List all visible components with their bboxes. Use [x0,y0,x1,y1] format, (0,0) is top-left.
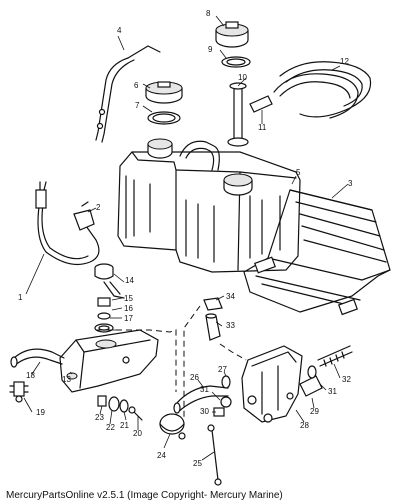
callout-14: 14 [125,276,134,285]
callout-19: 19 [36,408,45,417]
callout-31-left: 31 [200,385,209,394]
callout-6: 6 [134,81,139,90]
callout-33: 33 [226,321,235,330]
callout-10: 10 [238,73,247,82]
callout-32: 32 [342,375,351,384]
callout-3: 3 [348,179,353,188]
callout-11: 11 [258,123,267,132]
callout-18: 18 [26,371,35,380]
rod [207,424,222,486]
clamp [159,413,186,440]
tank-strap [95,45,161,143]
assembly-lines [96,305,247,420]
fittings [299,345,353,397]
hose-26 [173,385,229,414]
pickup-tube [227,82,273,147]
pump-assembly [213,345,303,423]
callout-16: 16 [124,304,133,313]
callout-labels: 4 8 9 6 7 10 11 12 3 5 2 1 14 15 16 17 3… [18,9,353,468]
sender-assembly [94,263,125,333]
fuel-gauge [215,21,251,68]
wire-harness [35,181,100,265]
elbow-clip [203,297,223,341]
copyright-caption: MercuryPartsOnline v2.5.1 (Image Copyrig… [6,490,283,501]
callout-34: 34 [226,292,235,301]
fuel-tank [117,138,301,273]
leader-lines [23,15,349,461]
callout-21: 21 [120,421,129,430]
callout-23: 23 [95,413,104,422]
callout-29: 29 [310,407,319,416]
filter-housing [59,329,159,393]
callout-28: 28 [300,421,309,430]
callout-30: 30 [200,407,209,416]
fuel-cap [145,81,183,125]
callout-5: 5 [296,168,301,177]
hose-coil [273,61,372,119]
callout-25: 25 [193,459,202,468]
callout-27: 27 [218,365,227,374]
callout-2: 2 [96,203,101,212]
callout-31: 31 [328,387,337,396]
hose-valve [9,348,65,403]
callout-13: 13 [62,375,71,384]
callout-26: 26 [190,373,199,382]
callout-8: 8 [206,9,211,18]
callout-24: 24 [157,451,166,460]
callout-20: 20 [133,429,142,438]
exploded-parts-diagram: 4 8 9 6 7 10 11 12 3 5 2 1 14 15 16 17 3… [9,9,391,486]
callout-22: 22 [106,423,115,432]
callout-4: 4 [117,26,122,35]
fasteners [97,395,143,421]
callout-1: 1 [18,293,23,302]
callout-12: 12 [340,57,349,66]
callout-7: 7 [135,101,140,110]
callout-17: 17 [124,314,133,323]
callout-9: 9 [208,45,213,54]
wire-tray [243,189,391,316]
callout-15: 15 [124,294,133,303]
